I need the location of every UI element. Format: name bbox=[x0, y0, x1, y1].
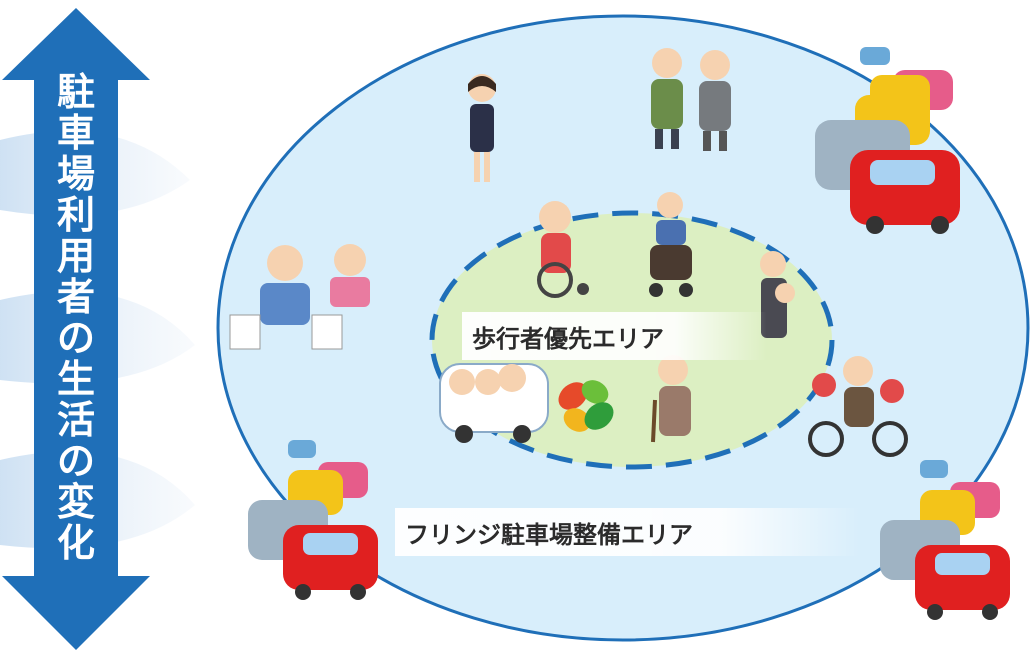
elderly-bus-icon bbox=[439, 363, 549, 443]
walking-woman-icon bbox=[468, 74, 496, 182]
car-queue-icon bbox=[880, 460, 1010, 620]
outer-zone-label-text: フリンジ駐車場整備エリア bbox=[405, 520, 693, 549]
car-queue-icon bbox=[815, 47, 960, 234]
inner-zone-label-text: 歩行者優先エリア bbox=[472, 324, 664, 353]
arrow-label-char: 生 bbox=[56, 357, 95, 401]
arrow-label-char: 化 bbox=[56, 521, 95, 565]
outer-zone-label: フリンジ駐車場整備エリア bbox=[395, 508, 860, 556]
arrow-label-char: 用 bbox=[56, 234, 95, 278]
recycle-leaf-logo-icon bbox=[558, 380, 614, 432]
wheelchair-user-icon bbox=[537, 201, 589, 298]
shopper-icon bbox=[229, 244, 370, 350]
double-arrow-icon bbox=[2, 8, 150, 650]
bicycle-family-icon bbox=[808, 356, 908, 457]
walking-couple-icon bbox=[651, 48, 731, 151]
arrow-label-char: の bbox=[56, 439, 95, 483]
arrow-label-char: 変 bbox=[56, 480, 95, 524]
arrow-label-char: 利 bbox=[56, 193, 95, 237]
stroller-parent-icon bbox=[649, 192, 693, 297]
parent-with-baby-icon bbox=[760, 251, 795, 338]
inner-zone-label: 歩行者優先エリア bbox=[462, 312, 767, 360]
arrow-label-char: 者 bbox=[56, 275, 95, 319]
arrow-label-char: の bbox=[56, 316, 95, 360]
arrow-label-char: 駐 bbox=[56, 70, 95, 114]
arrow-label-char: 活 bbox=[56, 398, 95, 442]
car-queue-icon bbox=[248, 440, 378, 600]
arrow-label-char: 車 bbox=[56, 111, 95, 155]
arrow-label-char: 場 bbox=[56, 152, 95, 196]
elderly-woman-cane-icon bbox=[651, 355, 691, 443]
arrow-label: 駐車場利用者の生活の変化 bbox=[50, 72, 102, 592]
